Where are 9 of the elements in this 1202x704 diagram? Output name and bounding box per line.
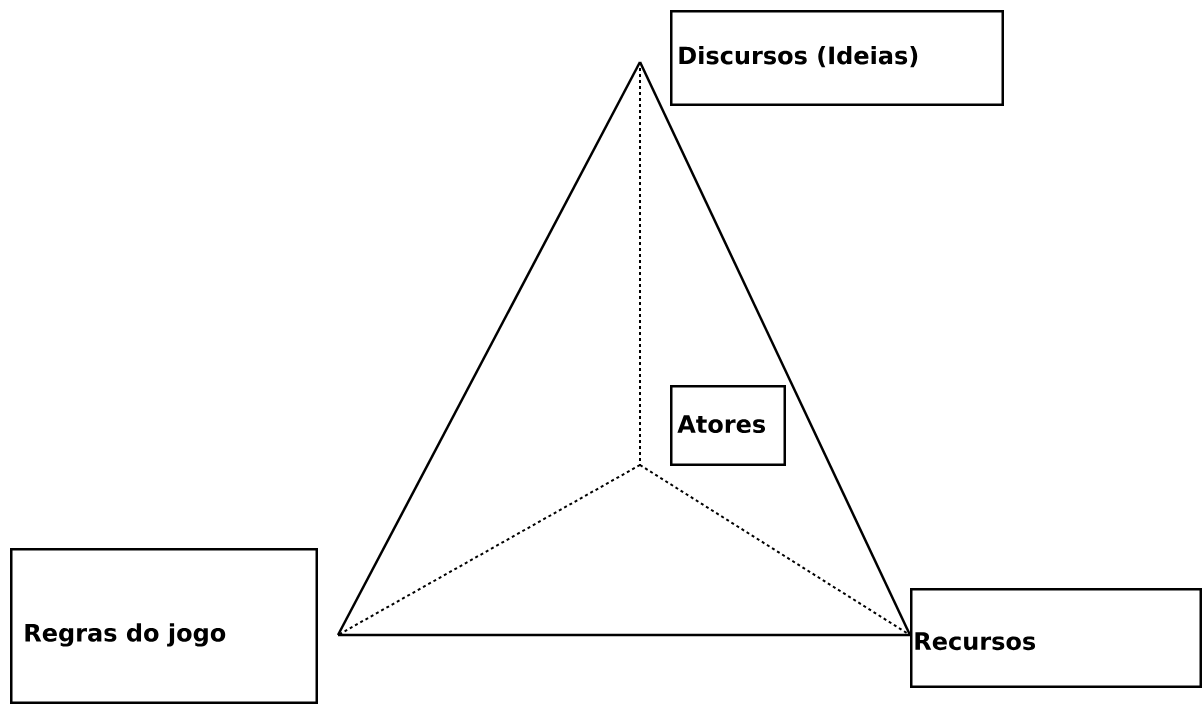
label-box: Regras do jogo: [10, 548, 318, 704]
pyramid-edge: [338, 633, 910, 637]
label-box: Discursos (Ideias): [670, 10, 1004, 106]
pyramid-edge: [638, 61, 912, 636]
pyramid-edge: [336, 61, 642, 636]
pyramid-edge: [639, 464, 911, 636]
label-box: Recursos: [910, 588, 1202, 688]
pyramid-edge: [337, 464, 641, 636]
label-box: Atores: [670, 385, 786, 466]
